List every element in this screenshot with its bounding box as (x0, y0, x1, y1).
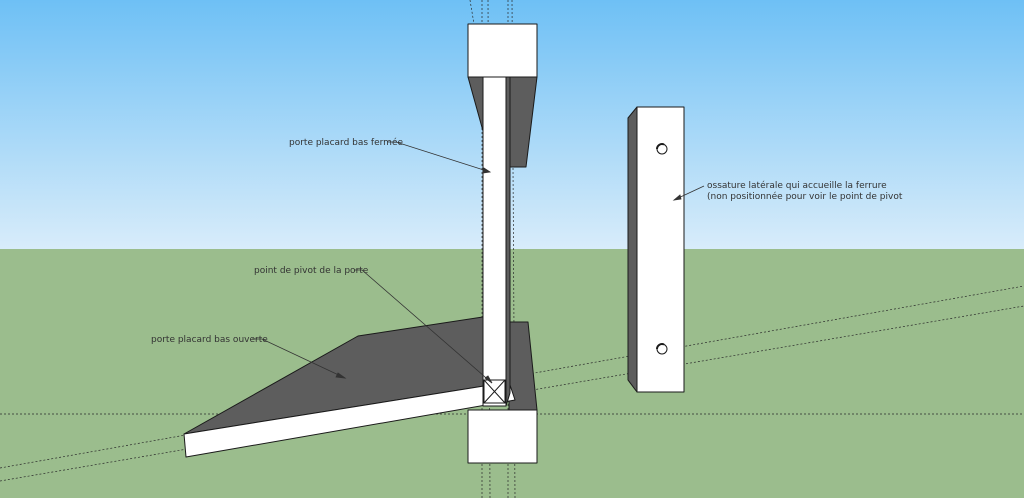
side-frame-post (627, 106, 685, 393)
pivot-point-label: point de pivot de la porte (254, 266, 369, 276)
side-frame-label: ossature latérale qui accueille la ferru… (707, 181, 902, 203)
hinge-hole-top-icon (656, 143, 668, 155)
bottom-block (467, 321, 538, 464)
closed-door-panel (482, 76, 511, 407)
side-frame-label-line2: (non positionnée pour voir le point de p… (707, 192, 903, 202)
open-door-label: porte placard bas ouverte (151, 335, 268, 345)
pivot-marker-icon (483, 379, 506, 404)
hinge-hole-bottom-icon (656, 343, 668, 355)
side-frame-label-line1: ossature latérale qui accueille la ferru… (707, 181, 887, 191)
closed-door-label: porte placard bas fermée (289, 138, 404, 148)
leader-lines (252, 141, 705, 384)
